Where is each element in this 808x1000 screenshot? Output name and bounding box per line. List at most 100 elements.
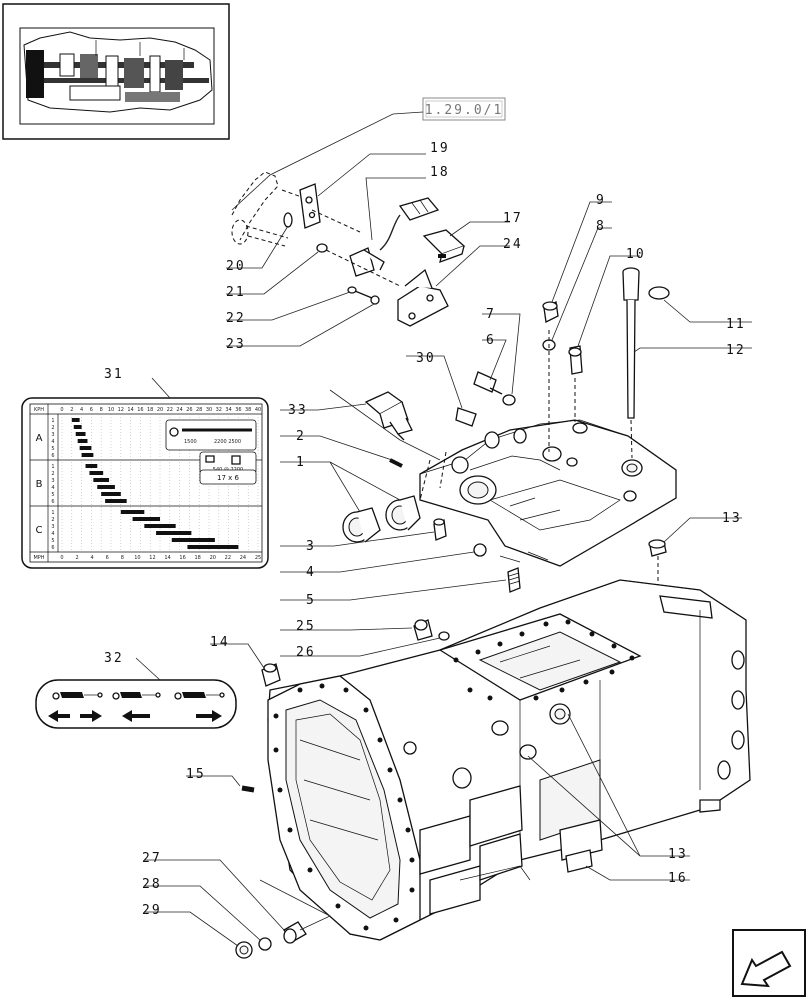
kph-tick-label: 14 xyxy=(127,407,133,413)
bracket-part-19[interactable] xyxy=(299,183,321,229)
callout-24: 24 xyxy=(503,237,523,252)
plug-part-13[interactable] xyxy=(648,539,667,557)
chart-gear-label: 4 xyxy=(51,485,54,491)
callout-14: 14 xyxy=(210,635,230,650)
tyre-size: 17 x 6 xyxy=(217,474,240,482)
shifter-housing-cover[interactable] xyxy=(419,419,677,567)
kph-tick-label: 6 xyxy=(90,407,93,413)
callout-13-bottom: 13 xyxy=(668,847,688,862)
chart-gear-label: 1 xyxy=(51,418,54,424)
chart-gear-label: 1 xyxy=(51,510,54,516)
nut-part-29[interactable] xyxy=(235,941,253,959)
rpm-low: 1500 xyxy=(184,439,197,445)
connector-part-17[interactable] xyxy=(422,229,466,264)
callout-12: 12 xyxy=(726,343,746,358)
kph-tick-label: 28 xyxy=(196,407,202,413)
transmission-housing[interactable] xyxy=(267,579,751,941)
navigation-arrow-icon[interactable] xyxy=(732,929,806,997)
callout-11: 11 xyxy=(726,317,746,332)
chart-footer-mph: MPH xyxy=(33,555,44,561)
callout-26: 26 xyxy=(296,645,316,660)
o-ring-part-20[interactable] xyxy=(283,212,293,228)
callout-31: 31 xyxy=(104,367,124,382)
spring-part-5[interactable] xyxy=(507,567,521,593)
chart-gear-label: 5 xyxy=(51,538,54,544)
speed-bar-B-4 xyxy=(97,485,115,489)
kph-tick-label: 26 xyxy=(186,407,192,413)
chart-group-C: C xyxy=(36,525,43,536)
washer-part-26[interactable] xyxy=(438,631,450,641)
callout-20: 20 xyxy=(226,259,246,274)
pin-part-2[interactable] xyxy=(389,458,403,468)
screw-part-27[interactable] xyxy=(283,921,307,944)
washer-part-28[interactable] xyxy=(258,937,272,951)
screw-part-22[interactable] xyxy=(347,286,373,299)
kph-tick-label: 22 xyxy=(167,407,173,413)
nut-part-21[interactable] xyxy=(316,243,328,253)
mph-tick-label: 24 xyxy=(240,555,246,561)
o-ring-part-11[interactable] xyxy=(648,286,670,300)
mph-tick-label: 12 xyxy=(149,555,155,561)
speed-bar-A-2 xyxy=(73,425,82,429)
thumbnail-schematic-icon[interactable] xyxy=(2,3,230,140)
callout-16: 16 xyxy=(668,871,688,886)
pto-shaft-icon xyxy=(231,455,241,465)
kph-tick-label: 32 xyxy=(216,407,222,413)
mph-tick-label: 14 xyxy=(164,555,170,561)
kph-tick-label: 0 xyxy=(60,407,63,413)
kph-tick-label: 40 xyxy=(255,407,261,413)
kph-tick-label: 12 xyxy=(118,407,124,413)
callout-29: 29 xyxy=(142,903,162,918)
engine-icon xyxy=(169,427,179,437)
washer-part-23[interactable] xyxy=(370,295,380,305)
plug-part-14[interactable] xyxy=(261,663,281,687)
speed-bar-B-5 xyxy=(101,492,121,496)
ring-part-7[interactable] xyxy=(502,394,516,406)
speed-bar-A-6 xyxy=(81,453,94,457)
speed-bar-C-3 xyxy=(144,524,176,528)
sensor-part-33[interactable] xyxy=(364,391,413,441)
fitting-part-30[interactable] xyxy=(455,407,477,427)
plug-part-6[interactable] xyxy=(473,371,503,395)
callout-4: 4 xyxy=(306,565,316,580)
pin-part-15[interactable] xyxy=(241,785,255,793)
pivot-lever-outline xyxy=(231,171,311,247)
ball-part-4[interactable] xyxy=(473,543,487,557)
callout-22: 22 xyxy=(226,311,246,326)
chart-gear-label: 3 xyxy=(51,478,54,484)
fitting-part-25[interactable] xyxy=(413,619,433,641)
speed-bar-C-5 xyxy=(171,538,215,542)
pin-part-3[interactable] xyxy=(433,518,447,541)
bushing-part-1[interactable] xyxy=(342,495,421,543)
direction-arrows-icon xyxy=(48,710,222,722)
kph-tick-label: 2 xyxy=(70,407,73,413)
callout-21: 21 xyxy=(226,285,246,300)
tyre-panel xyxy=(199,469,257,485)
mph-tick-label: 0 xyxy=(60,555,63,561)
sensor-part-18[interactable] xyxy=(349,197,440,277)
dipstick-part-12[interactable] xyxy=(622,267,640,419)
reference-box[interactable]: 1.29.0/1 xyxy=(422,97,506,121)
shift-direction-icon[interactable] xyxy=(35,679,237,729)
chart-gear-label: 5 xyxy=(51,492,54,498)
plate-part-24[interactable] xyxy=(397,268,449,327)
speed-bar-A-1 xyxy=(71,418,80,422)
speed-bar-B-2 xyxy=(89,471,104,475)
kph-tick-label: 8 xyxy=(100,407,103,413)
callout-18: 18 xyxy=(430,165,450,180)
mph-tick-label: 2 xyxy=(75,555,78,561)
mph-tick-label: 20 xyxy=(210,555,216,561)
speed-bar-C-4 xyxy=(156,531,192,535)
mph-tick-label: 18 xyxy=(195,555,201,561)
chart-gear-label: 6 xyxy=(51,453,54,459)
screw-part-10[interactable] xyxy=(568,345,583,375)
mph-tick-label: 25 xyxy=(255,555,261,561)
screw-part-9[interactable] xyxy=(542,301,559,323)
kph-tick-label: 20 xyxy=(157,407,163,413)
kph-tick-label: 16 xyxy=(137,407,143,413)
kph-tick-label: 36 xyxy=(235,407,241,413)
chart-gear-label: 2 xyxy=(51,425,54,431)
chart-gear-label: 4 xyxy=(51,531,54,537)
